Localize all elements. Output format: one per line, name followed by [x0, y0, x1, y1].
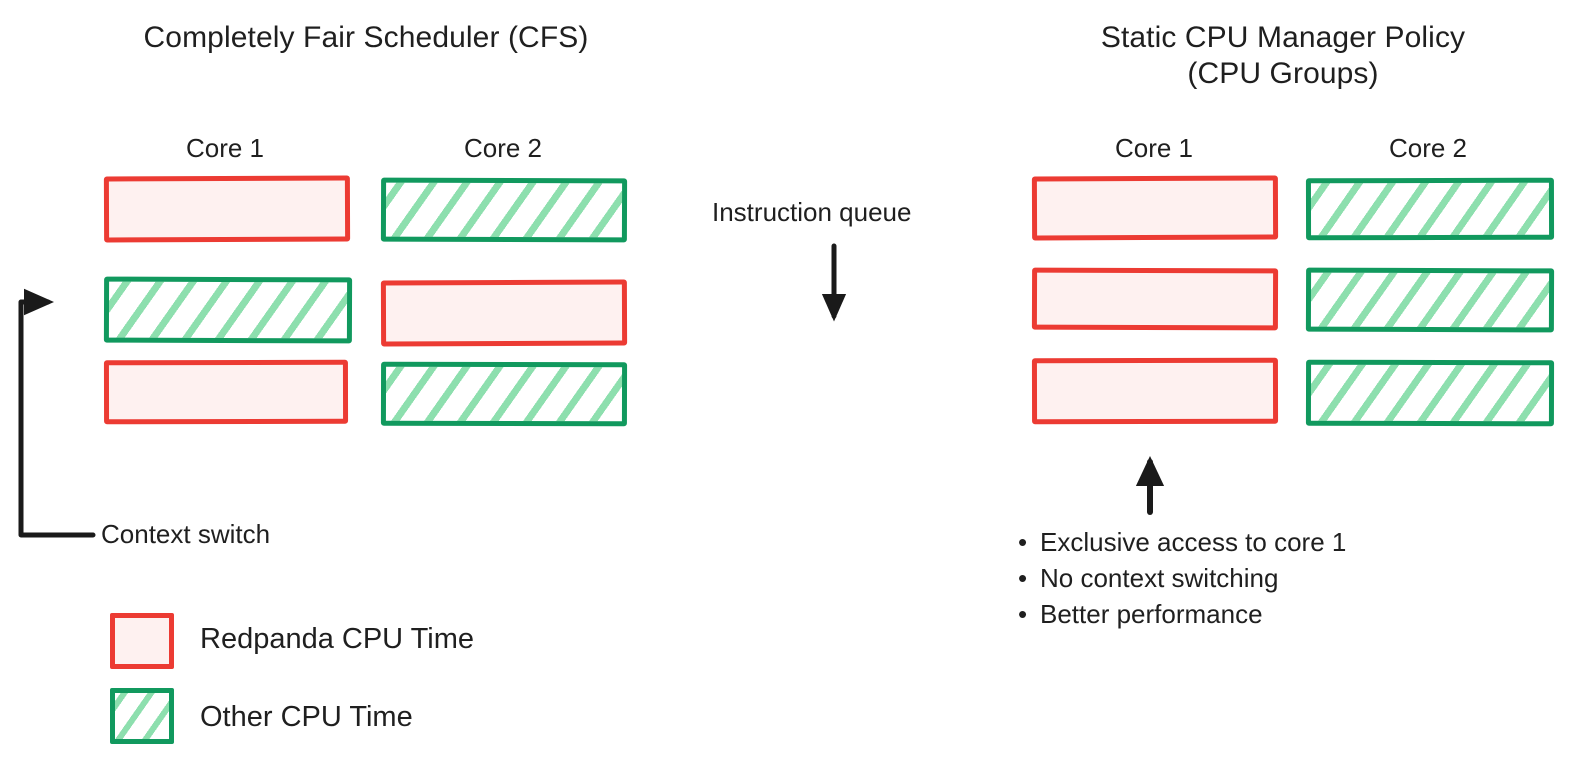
- left-core1-slot-3: [103, 359, 349, 425]
- context-switch-label: Context switch: [101, 519, 271, 549]
- right-core1-slot-3: [1031, 357, 1279, 425]
- left-core2-slot-1: [380, 177, 628, 243]
- right-core1-slot-2: [1031, 267, 1279, 331]
- legend-swatch-redpanda: [110, 613, 174, 669]
- left-core1-slot-1: [103, 175, 351, 243]
- left-core-1-label: Core 1: [185, 133, 265, 163]
- benefit-item: Better performance: [1018, 596, 1346, 632]
- benefit-item: Exclusive access to core 1: [1018, 524, 1346, 560]
- right-core2-slot-3: [1305, 359, 1555, 427]
- right-core1-slot-1: [1031, 175, 1279, 241]
- right-core-2-label: Core 2: [1388, 133, 1468, 163]
- legend-label-redpanda: Redpanda CPU Time: [200, 623, 475, 655]
- left-core2-slot-3: [380, 361, 628, 427]
- right-core-1-label: Core 1: [1114, 133, 1194, 163]
- left-core-2-label: Core 2: [463, 133, 543, 163]
- right-panel-title: Static CPU Manager Policy (CPU Groups): [1100, 21, 1466, 90]
- context-switch-arrow: [18, 288, 96, 538]
- left-core1-slot-2: [103, 276, 353, 344]
- legend-label-other: Other CPU Time: [200, 701, 413, 733]
- legend-swatch-other: [110, 688, 174, 744]
- benefits-list: Exclusive access to core 1 No context sw…: [1010, 524, 1346, 632]
- left-panel-title: Completely Fair Scheduler (CFS): [143, 21, 589, 54]
- right-core2-slot-1: [1305, 177, 1555, 241]
- instruction-queue-label: Instruction queue: [712, 197, 912, 227]
- benefit-item: No context switching: [1018, 560, 1346, 596]
- right-core2-slot-2: [1305, 267, 1555, 333]
- left-core2-slot-2: [380, 279, 628, 347]
